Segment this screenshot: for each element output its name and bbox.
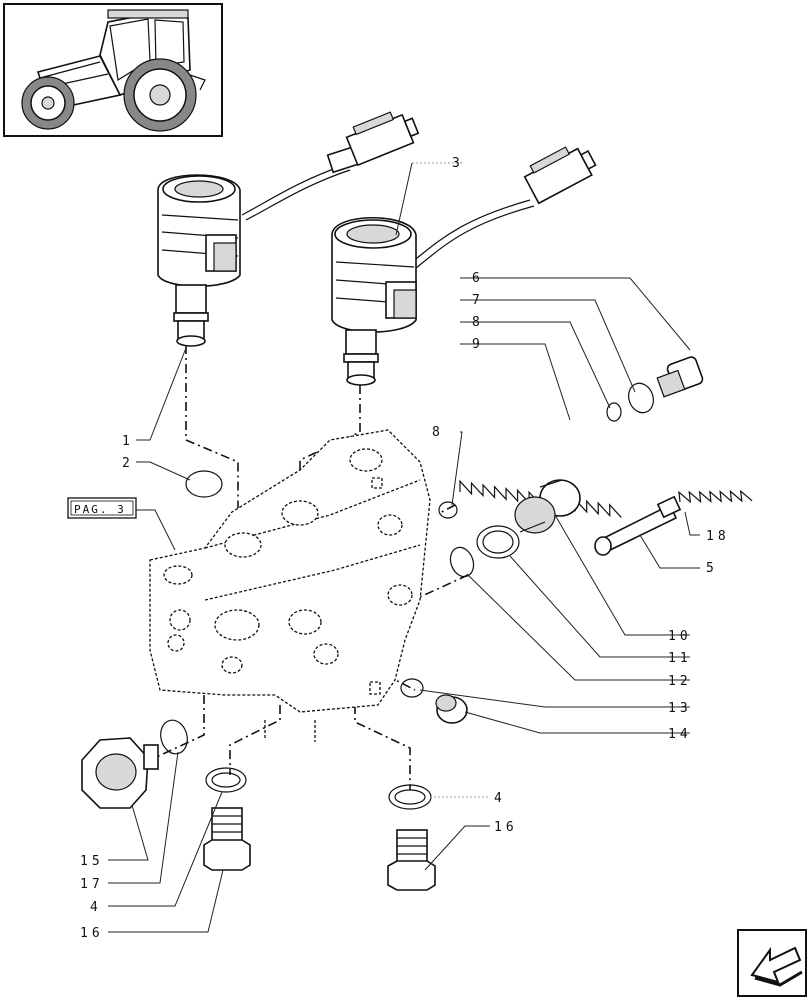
page-reference-label: PAG. 3 <box>74 503 126 516</box>
plug-16-right <box>387 829 436 891</box>
oring-2 <box>185 470 223 498</box>
oring-7 <box>628 382 654 414</box>
seal-11 <box>476 525 520 559</box>
page-reference[interactable]: PAG. 3 <box>67 497 137 519</box>
solenoid-valve-right[interactable] <box>331 139 599 386</box>
spool-10 <box>514 479 581 534</box>
cap-15 <box>81 737 159 809</box>
callout-15: 15 <box>80 854 104 869</box>
callout-labels: 1 2 3 6 7 8 9 8 18 5 10 11 12 13 14 4 16… <box>80 156 730 941</box>
plunger-5 <box>594 495 682 556</box>
callout-3: 3 <box>452 156 464 171</box>
valve-block-housing <box>149 429 431 742</box>
tractor-icon <box>21 9 206 132</box>
callout-2: 2 <box>122 456 134 471</box>
solenoid-valve-left[interactable] <box>157 105 421 347</box>
callout-7: 7 <box>472 293 484 308</box>
callout-14: 14 <box>668 727 692 742</box>
oring-12 <box>449 546 475 578</box>
arrow-back-icon <box>750 946 803 987</box>
connector-plug-right <box>523 146 597 205</box>
callout-16-left: 16 <box>80 926 104 941</box>
callout-4-right: 4 <box>494 791 506 806</box>
callout-9: 9 <box>472 337 484 352</box>
washer-13 <box>400 678 424 698</box>
callout-5: 5 <box>706 561 718 576</box>
washer-8-lower <box>438 501 458 519</box>
callout-11: 11 <box>668 651 692 666</box>
callout-6: 6 <box>472 271 484 286</box>
callout-1: 1 <box>122 434 134 449</box>
callout-8-upper: 8 <box>472 315 484 330</box>
tractor-thumbnail[interactable] <box>3 3 223 137</box>
callout-16-right: 16 <box>494 820 518 835</box>
spring-18 <box>678 489 753 504</box>
oring-17 <box>160 719 188 755</box>
connector-plug-left <box>345 111 420 167</box>
callout-13: 13 <box>668 701 692 716</box>
washer-8-upper <box>606 402 622 422</box>
washer-4-left <box>205 767 247 793</box>
plug-16-left <box>203 807 251 871</box>
callout-10: 10 <box>668 629 692 644</box>
back-navigation-button[interactable] <box>737 929 807 997</box>
callout-8-lower: 8 <box>432 425 444 440</box>
callout-12: 12 <box>668 674 692 689</box>
callout-17: 17 <box>80 877 104 892</box>
callout-4-left: 4 <box>90 900 102 915</box>
leader-lines <box>108 162 700 933</box>
callout-18: 18 <box>706 529 730 544</box>
plug-14 <box>435 694 468 724</box>
plug-6 <box>656 356 704 398</box>
